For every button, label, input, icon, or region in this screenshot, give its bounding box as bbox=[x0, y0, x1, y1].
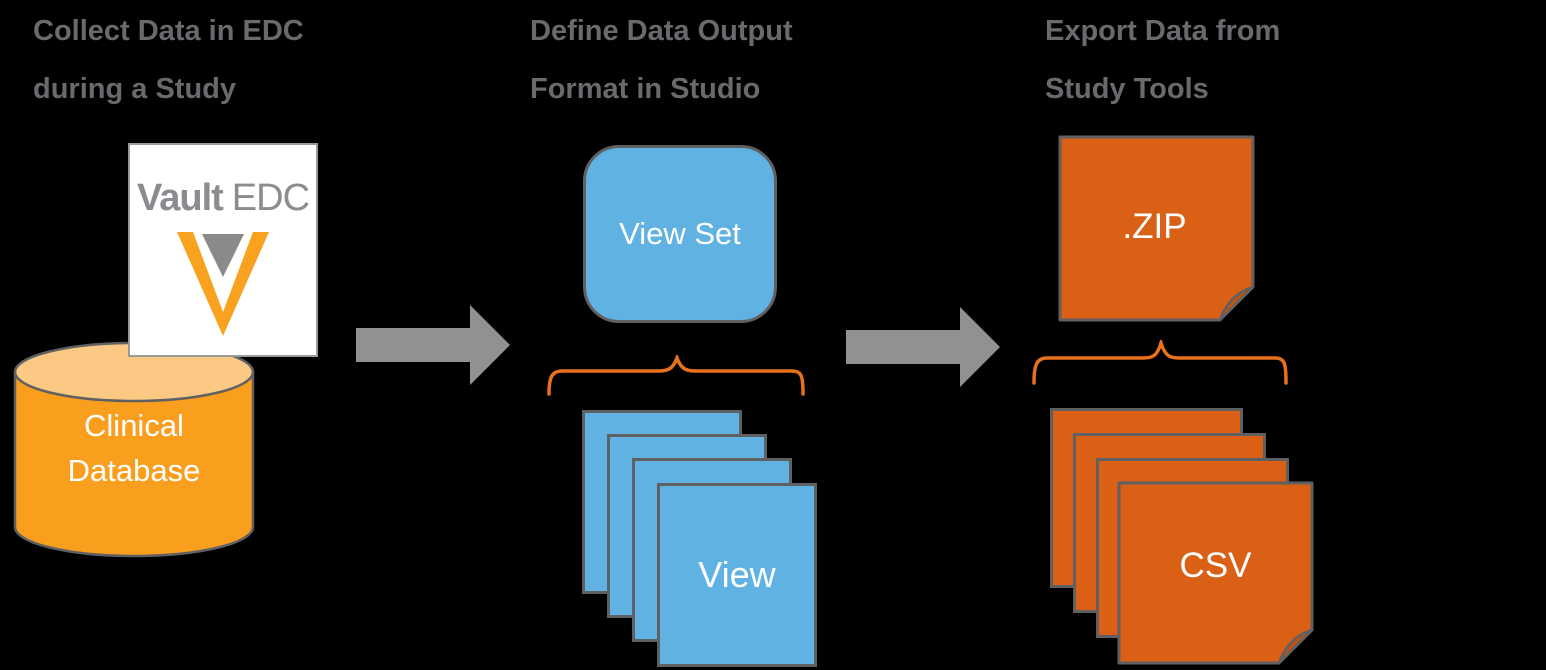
heading-define-output: Define Data Output Format in Studio bbox=[530, 2, 793, 118]
clinical-database-label-line2: Database bbox=[67, 453, 201, 488]
arrow-right-icon bbox=[846, 307, 1000, 387]
vault-brand-text: Vault bbox=[136, 177, 224, 219]
view-set-node: View Set bbox=[583, 145, 777, 323]
heading-collect-data: Collect Data in EDC during a Study bbox=[33, 2, 304, 118]
heading-collect-data-line1: Collect Data in EDC bbox=[33, 15, 304, 47]
clinical-database-label: Clinical Database bbox=[13, 403, 255, 493]
zip-label: .ZIP bbox=[1122, 206, 1187, 246]
edc-product-text: EDC bbox=[231, 177, 310, 219]
heading-define-output-line2: Format in Studio bbox=[530, 73, 761, 105]
clinical-database-label-line1: Clinical bbox=[84, 408, 184, 443]
zip-file-icon bbox=[1058, 135, 1255, 322]
view-label: View bbox=[698, 554, 776, 595]
heading-define-output-line1: Define Data Output bbox=[530, 15, 793, 47]
heading-collect-data-line2: during a Study bbox=[33, 73, 236, 105]
curly-brace-icon bbox=[547, 355, 805, 396]
heading-export-data: Export Data from Study Tools bbox=[1045, 2, 1280, 118]
csv-page-front bbox=[1117, 481, 1314, 665]
view-set-label: View Set bbox=[619, 216, 741, 251]
csv-label: CSV bbox=[1179, 545, 1252, 585]
heading-export-data-line1: Export Data from bbox=[1045, 15, 1281, 47]
curly-brace-icon bbox=[1032, 340, 1288, 385]
veeva-v-icon bbox=[177, 232, 269, 336]
arrow-right-icon bbox=[356, 305, 510, 385]
view-page-front bbox=[657, 483, 817, 667]
heading-export-data-line2: Study Tools bbox=[1045, 73, 1209, 105]
